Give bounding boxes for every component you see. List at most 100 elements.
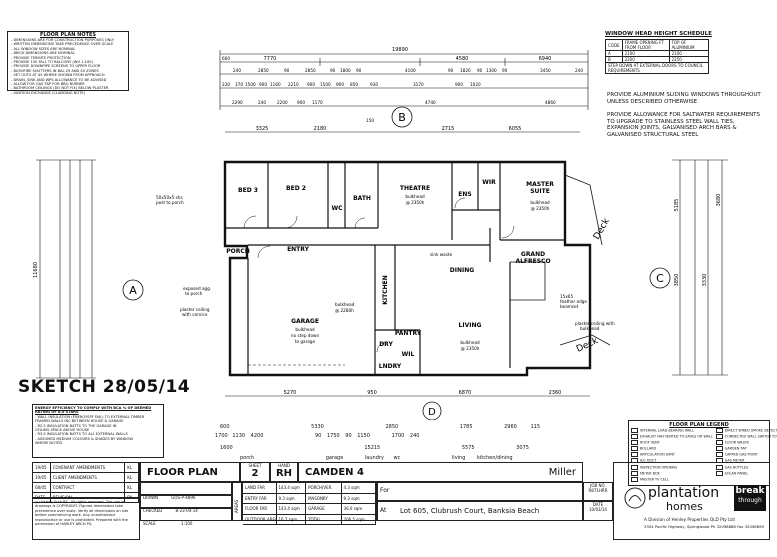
legend-title: FLOOR PLAN LEGEND [669,422,729,428]
revision-cell: 19/05 [33,463,51,472]
dim-t4: 2850 [305,68,316,73]
anno-50x50b: post to porch [156,200,184,205]
room-dry: DRY [379,341,393,348]
anno-50x50: 50x50x5 shs [156,195,183,200]
dim-t33: 900 [297,100,305,105]
design-name: CAMDEN 4 [305,467,364,478]
anno-plaster2: with cornice [182,312,208,317]
legend-symbol-icon [631,440,638,446]
drawn-value: GOS-P-4896 [171,495,196,500]
copyright-box: (c) Harley Arch P/L. All rights reserved… [32,498,140,540]
brand-logo-icon [624,487,646,509]
floor-plan-title: FLOOR PLAN [147,467,218,478]
provision-saltwater: PROVIDE ALLOWANCE FOR SALTWATER REQUIREM… [607,112,761,138]
room-wc: WC [331,205,343,212]
room-entry: ENTRY [287,246,310,253]
area-cell: 9.3 sqm [277,493,307,503]
energy-line: - WALL INSULATION (ENERGYSPF FAIL) TO EX… [35,414,145,419]
hand-value: RH [275,468,293,479]
legend-symbol-icon [631,476,638,482]
energy-line: - R3.5 INSULATION BATTS TO ALL EXTERNAL … [35,432,128,437]
office-text: 3304 Pacific Highway, Springwood Ph 3209… [644,524,764,529]
series-name: Miller [548,467,576,478]
legend-symbol-icon [631,428,638,433]
scale-cell: SCALE 1:100 [140,508,232,526]
dim-bot-u: 90 [345,433,352,439]
anno-plaster-alf: plaster ceiling with [575,321,615,326]
anno-range2: feather edge [560,299,587,304]
dim-top-b: 4580 [456,56,469,62]
floor-plan-drawing: A B C D BED 3 BED 2 THEATRE bulkhead @ 2… [33,47,728,420]
dim-bot-row-2: 1700 1130 4200 90 1750 90 1150 1700 240 [215,433,590,439]
theatre-sub: bulkhead [405,194,425,199]
dim-t2: 2850 [258,68,269,73]
room-master: MASTER [526,181,554,188]
legend-item: GARDEN TAP [715,446,777,452]
dim-bot-q: 1130 [232,433,246,439]
floor-plan-title-cell: FLOOR PLAN [140,462,240,482]
brand-name-2: homes [666,500,703,513]
area-cell: 36.0 sqm [342,504,377,514]
room-theatre: THEATRE [400,185,430,192]
anno-exposed: exposed agg. [183,286,211,291]
legend-symbol-icon [715,464,723,470]
checked-value: B-23-04-14 [175,508,198,513]
dim-bot-l: 2960 [504,424,517,430]
dim-bot-x: 1700 [391,433,405,439]
area-cell: 143.4 sqm [277,504,307,514]
dim-t23: 1500 [320,82,331,87]
checked-cell: CHECKED B-23-04-14 [140,495,232,513]
legend-item-label: INTERNAL LOAD BEARING WALL [640,428,694,433]
note-line: - DRAIN, SINK AND WPS ALLOWANCE TO BE AD… [11,77,107,82]
legend-item-label: GAS METER [724,458,745,463]
room-bed2: BED 2 [286,185,306,192]
division-text: A Division of Henley Properties QLD Pty … [644,517,735,522]
for-label: For [380,487,390,494]
legend-item: MASTER TV CELL [631,476,713,483]
job-cell: JOB NO. R871HRR [583,482,613,501]
room-kitchen: KITCHEN [382,275,389,305]
dim-t34: 1170 [312,100,323,105]
master-sub2: @ 2350h [531,206,550,211]
dim-t22: 900 [307,82,315,87]
scale-value: 1:100 [180,521,193,526]
dim-bot-g: 5330 [311,424,324,430]
energy-line: - R2.5 INSULATION BATTS TO THE GARAGE IN [35,423,117,428]
area-cell: ENTRY FAR [243,493,277,503]
legend-symbol-icon [715,470,723,476]
room-dining: DINING [450,267,474,274]
energy-heading: ENERGY EFFICIENCY TO COMPLY WITH BCA % O… [35,406,152,415]
anno-bulkhead2: @ 2280h [335,308,354,313]
room-grand: GRAND [521,251,545,258]
breakthrough-badge: break through [734,485,766,511]
dim-t29: 1020 [470,82,481,87]
hand-cell: HAND RH [270,462,298,482]
dim-t6: 1800 [340,68,351,73]
lbl-laundry: laundry [364,455,384,461]
room-garage: GARAGE [291,318,319,325]
energy-line: CEILING SPACE ABOVE HOUSE [35,428,90,433]
section-marker-c: C [656,272,664,285]
date-value: 10/03/14 [589,507,607,512]
living-sub2: @ 2350h [461,346,480,351]
anno-sink: sink waste [430,252,453,257]
energy-efficiency-box: ENERGY EFFICIENCY TO COMPLY WITH BCA % O… [32,404,164,458]
legend-item: CAPPED GAS POINT [715,452,777,458]
dim-bot-n: 1600 [220,445,233,451]
legend-item-label: MASTER TV CELL [640,477,669,482]
dim-t32: 2200 [277,100,288,105]
legend-item-label: EXHAUST FAN VENTED TO EAVES OR WALL [640,434,713,439]
note-line: - IGNITION EXCHANGE (CLADDING NOTE) [11,90,86,95]
lbl-porch: porch [240,455,255,461]
legend-item: GAS BOTTLES [715,464,777,471]
revision-cell: REVISION [51,493,126,502]
dim-t7: 90 [356,68,362,73]
dim-u2: 2180 [314,126,327,132]
